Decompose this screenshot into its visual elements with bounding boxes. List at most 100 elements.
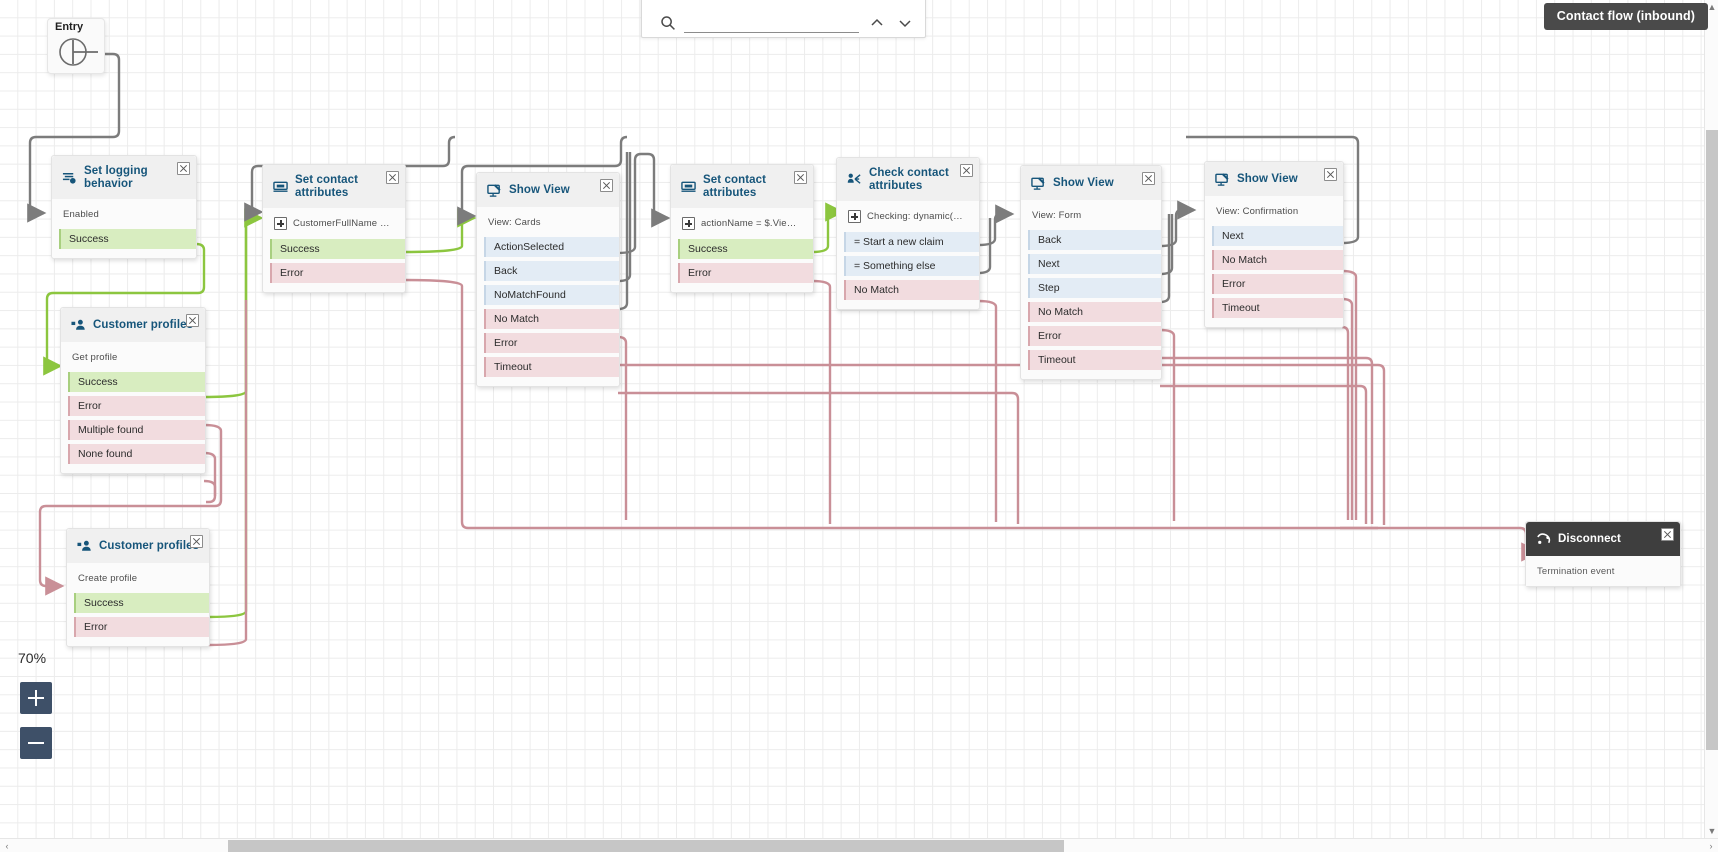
node-header[interactable]: Show View <box>1205 162 1343 196</box>
node-disconnect[interactable]: Disconnect Termination event <box>1525 521 1681 587</box>
port-back[interactable]: Back <box>484 261 619 281</box>
node-header[interactable]: Set contact attributes <box>263 165 405 208</box>
node-customer-profiles-create[interactable]: Customer profiles Create profile Success… <box>66 528 210 647</box>
port-no-match[interactable]: No Match <box>1212 250 1343 270</box>
close-icon[interactable] <box>960 164 973 177</box>
node-subtitle: Checking: dynamic(User d... <box>837 201 979 232</box>
vertical-scroll-thumb[interactable] <box>1706 130 1718 750</box>
close-icon[interactable] <box>177 162 190 175</box>
node-header[interactable]: Set contact attributes <box>671 165 813 208</box>
port-no-match[interactable]: No Match <box>484 309 619 329</box>
port-no-match[interactable]: No Match <box>844 280 979 300</box>
port-error[interactable]: Error <box>678 263 813 283</box>
node-header[interactable]: Customer profiles <box>67 529 209 563</box>
port-start-a-new-claim[interactable]: = Start a new claim <box>844 232 979 252</box>
node-subtitle-text: Get profile <box>72 351 118 363</box>
port-multiple-found[interactable]: Multiple found <box>68 420 205 440</box>
port-timeout[interactable]: Timeout <box>1212 298 1343 318</box>
search-icon[interactable] <box>660 15 676 31</box>
node-header[interactable]: Show View <box>1021 166 1161 200</box>
close-icon[interactable] <box>600 179 613 192</box>
node-header[interactable]: Set logging behavior <box>52 156 196 199</box>
node-title: Show View <box>1237 172 1298 185</box>
node-subtitle: Enabled <box>52 199 196 229</box>
port-error[interactable]: Error <box>74 617 209 637</box>
close-icon[interactable] <box>1324 168 1337 181</box>
node-header[interactable]: Show View <box>477 173 619 207</box>
node-show-view-form[interactable]: Show View View: Form Back Next Step No M… <box>1020 165 1162 380</box>
close-icon[interactable] <box>794 171 807 184</box>
port-no-match-found[interactable]: NoMatchFound <box>484 285 619 305</box>
node-show-view-cards[interactable]: Show View View: Cards ActionSelected Bac… <box>476 172 620 387</box>
expand-icon[interactable] <box>682 217 695 230</box>
search-bar[interactable] <box>641 0 926 38</box>
node-ports: = Start a new claim = Something else No … <box>837 232 979 309</box>
vertical-scrollbar[interactable]: ▲ ▼ <box>1704 0 1718 838</box>
node-subtitle-text: actionName = $.Views.Vie... <box>701 218 803 229</box>
node-show-view-confirmation[interactable]: Show View View: Confirmation Next No Mat… <box>1204 161 1344 328</box>
close-icon[interactable] <box>1661 528 1674 541</box>
port-error[interactable]: Error <box>1028 326 1161 346</box>
expand-icon[interactable] <box>848 210 861 223</box>
zoom-level-label: 70% <box>18 650 47 666</box>
scroll-right-arrow[interactable]: › <box>1709 841 1713 851</box>
close-icon[interactable] <box>386 171 399 184</box>
chevron-down-icon[interactable] <box>895 13 915 33</box>
node-ports: Back Next Step No Match Error Timeout <box>1021 230 1161 379</box>
node-customer-profiles-get[interactable]: Customer profiles Get profile Success Er… <box>60 307 206 474</box>
node-set-logging-behavior[interactable]: Set logging behavior Enabled Success <box>51 155 197 259</box>
port-no-match[interactable]: No Match <box>1028 302 1161 322</box>
port-error[interactable]: Error <box>1212 274 1343 294</box>
close-icon[interactable] <box>1142 172 1155 185</box>
port-timeout[interactable]: Timeout <box>1028 350 1161 370</box>
scroll-left-arrow[interactable]: ‹ <box>5 841 9 851</box>
port-step[interactable]: Step <box>1028 278 1161 298</box>
port-success[interactable]: Success <box>74 593 209 613</box>
node-header[interactable]: Customer profiles <box>61 308 205 342</box>
node-check-contact-attributes[interactable]: Check contact attributes Checking: dynam… <box>836 157 980 310</box>
port-next[interactable]: Next <box>1028 254 1161 274</box>
node-set-contact-attributes-2[interactable]: Set contact attributes actionName = $.Vi… <box>670 164 814 293</box>
expand-icon[interactable] <box>274 217 287 230</box>
port-error[interactable]: Error <box>484 333 619 353</box>
node-subtitle-text: Create profile <box>78 572 138 584</box>
port-success[interactable]: Success <box>59 229 196 249</box>
customer-profiles-icon <box>77 540 91 551</box>
flow-canvas[interactable]: Entry Set logging behavior Enabled Succe… <box>0 0 1704 838</box>
close-icon[interactable] <box>190 535 203 548</box>
node-header[interactable]: Disconnect <box>1526 522 1680 556</box>
node-ports: Success <box>52 229 196 258</box>
node-title: Set contact attributes <box>703 174 767 199</box>
horizontal-scroll-thumb[interactable] <box>228 840 1064 852</box>
zoom-in-button[interactable] <box>20 682 52 714</box>
horizontal-scrollbar[interactable]: ‹ › <box>0 838 1718 852</box>
node-title: Customer profiles <box>99 539 200 552</box>
node-title: Show View <box>509 183 570 196</box>
port-none-found[interactable]: None found <box>68 444 205 464</box>
flow-title-badge: Contact flow (inbound) <box>1543 3 1708 30</box>
show-view-icon <box>1031 176 1045 190</box>
port-something-else[interactable]: = Something else <box>844 256 979 276</box>
close-icon[interactable] <box>186 314 199 327</box>
node-header[interactable]: Check contact attributes <box>837 158 979 201</box>
port-success[interactable]: Success <box>678 239 813 259</box>
port-back[interactable]: Back <box>1028 230 1161 250</box>
node-subtitle-text: Enabled <box>63 208 99 220</box>
port-next[interactable]: Next <box>1212 226 1343 246</box>
port-timeout[interactable]: Timeout <box>484 357 619 377</box>
port-success[interactable]: Success <box>68 372 205 392</box>
customer-profiles-icon <box>71 319 85 330</box>
port-success[interactable]: Success <box>270 239 405 259</box>
set-contact-attributes-icon <box>681 181 696 192</box>
scroll-up-arrow[interactable]: ▲ <box>1707 2 1717 12</box>
node-set-contact-attributes-1[interactable]: Set contact attributes CustomerFullName … <box>262 164 406 293</box>
scroll-down-arrow[interactable]: ▼ <box>1707 826 1717 836</box>
node-subtitle: actionName = $.Views.Vie... <box>671 208 813 239</box>
zoom-out-button[interactable] <box>20 727 52 759</box>
port-error[interactable]: Error <box>68 396 205 416</box>
port-error[interactable]: Error <box>270 263 405 283</box>
port-action-selected[interactable]: ActionSelected <box>484 237 619 257</box>
search-input[interactable] <box>684 13 859 33</box>
node-title: Customer profiles <box>93 318 194 331</box>
chevron-up-icon[interactable] <box>867 13 887 33</box>
